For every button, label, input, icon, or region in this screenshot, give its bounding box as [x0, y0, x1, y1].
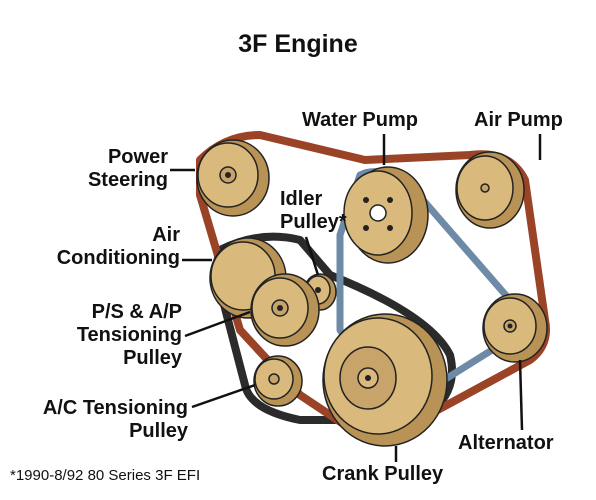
- label-line: Conditioning: [56, 247, 180, 269]
- ps-ap-tensioning-pulley: [250, 273, 320, 347]
- diagram-title: 3F Engine: [238, 30, 358, 58]
- water-pump-pulley: [343, 166, 429, 264]
- crank-pulley: [322, 313, 448, 447]
- alternator-pulley: [482, 293, 548, 363]
- power-steering-pulley: [196, 139, 270, 217]
- ps-ap-tensioning-label: P/S & A/P Tensioning Pulley: [40, 301, 182, 370]
- idler-pulley-label: Idler Pulley*: [280, 188, 347, 234]
- crank-pulley-label: Crank Pulley: [322, 463, 444, 485]
- label-line: Pulley*: [280, 211, 347, 233]
- ac-tensioning-leader: [191, 383, 256, 409]
- label-line: P/S & A/P: [91, 301, 182, 323]
- label-line: Tensioning: [76, 324, 182, 346]
- ac-belt: [211, 232, 456, 424]
- air-pump-pulley: [455, 151, 525, 229]
- alternator-leader: [518, 359, 524, 431]
- label-line: Pulley: [123, 347, 182, 369]
- alternator-label: Alternator: [458, 432, 554, 454]
- label-line: Pulley: [129, 420, 188, 442]
- label-line: Steering: [87, 169, 168, 191]
- ps-ap-tensioning-leader: [184, 310, 251, 338]
- label-line: A/C Tensioning: [42, 397, 188, 419]
- air-conditioning-label: Air Conditioning: [10, 224, 180, 270]
- label-line: Air: [152, 224, 180, 246]
- water-pump-label: Water Pump: [302, 109, 418, 131]
- air-pump-label: Air Pump: [474, 109, 563, 131]
- ac-tensioning-pulley: [253, 355, 303, 407]
- label-line: Power: [107, 146, 168, 168]
- footnote: *1990-8/92 80 Series 3F EFI: [10, 467, 201, 484]
- label-line: Idler: [280, 188, 323, 210]
- idler-leader: [304, 236, 320, 276]
- ac-tensioning-label: A/C Tensioning Pulley: [0, 397, 188, 443]
- power-steering-label: Power Steering: [64, 146, 168, 192]
